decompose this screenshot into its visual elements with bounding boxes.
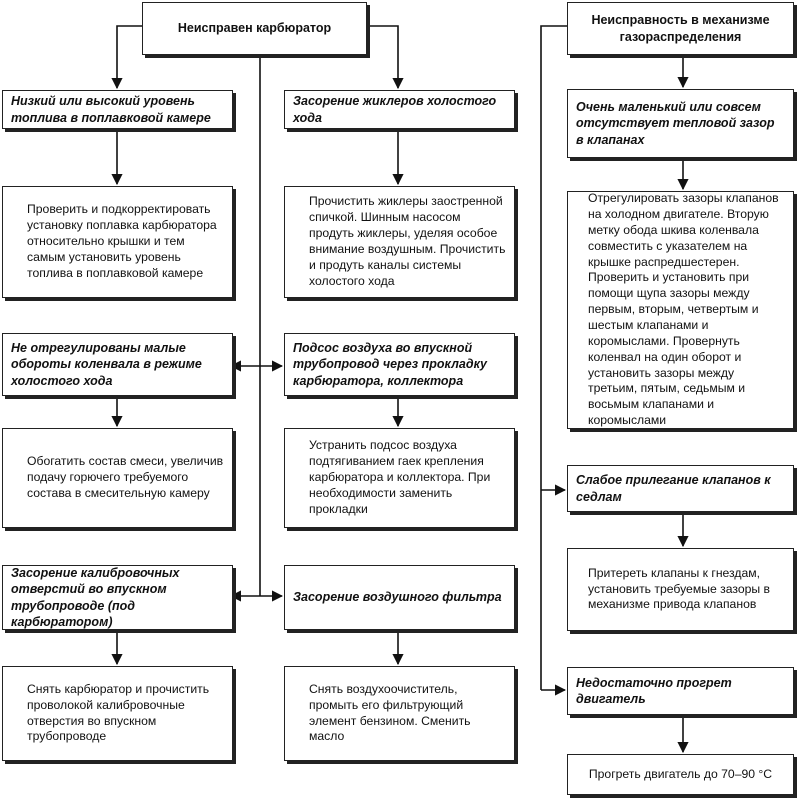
cause-valve-clearance: Очень маленький или совсем отсутствует т…: [567, 89, 794, 158]
valve-train-fault-header: Неисправность в механизме газораспределе…: [567, 2, 794, 55]
cause-calibration-holes: Засорение калибровочных отверстий во впу…: [2, 565, 233, 630]
cause-fuel-level-text: Низкий или высокий уровень топлива в поп…: [11, 94, 211, 125]
action-valve-seating-text: Притереть клапаны к гнездам, установить …: [588, 565, 770, 612]
action-air-filter: Снять воздухоочиститель, промыть его фил…: [284, 666, 515, 761]
cause-idle-jets-text: Засорение жиклеров холостого хода: [293, 94, 497, 125]
action-air-leak: Устранить подсос воздуха подтягиванием г…: [284, 428, 515, 528]
action-engine-not-warm: Прогреть двигатель до 70–90 °С: [567, 754, 794, 795]
cause-calibration-holes-text: Засорение калибровочных отверстий во впу…: [11, 566, 180, 629]
carburetor-fault-title: Неисправен карбюратор: [177, 21, 332, 36]
action-valve-seating: Притереть клапаны к гнездам, установить …: [567, 548, 794, 631]
cause-idle-speed: Не отрегулированы малые обороты коленвал…: [2, 333, 233, 396]
action-idle-jets: Прочистить жиклеры заостренной спичкой. …: [284, 186, 515, 298]
action-idle-jets-text: Прочистить жиклеры заостренной спичкой. …: [309, 194, 506, 288]
cause-air-leak: Подсос воздуха во впускной трубопровод ч…: [284, 333, 515, 396]
cause-air-filter-text: Засорение воздушного фильтра: [293, 590, 502, 605]
carburetor-fault-header: Неисправен карбюратор: [142, 2, 367, 55]
action-fuel-level-text: Проверить и подкорректировать установку …: [27, 202, 217, 280]
cause-air-leak-text: Подсос воздуха во впускной трубопровод ч…: [293, 341, 488, 388]
action-calibration-holes-text: Снять карбюратор и прочистить проволокой…: [27, 681, 210, 744]
cause-idle-jets: Засорение жиклеров холостого хода: [284, 90, 515, 129]
action-air-filter-text: Снять воздухоочиститель, промыть его фил…: [309, 681, 471, 744]
cause-engine-not-warm-text: Недостаточно прогрет двигатель: [576, 675, 732, 706]
cause-valve-seating: Слабое прилегание клапанов к седлам: [567, 465, 794, 512]
cause-fuel-level: Низкий или высокий уровень топлива в поп…: [2, 90, 233, 129]
arrow-head-to-jets: [366, 25, 404, 90]
right-trunk-line: [540, 25, 567, 690]
action-idle-speed-text: Обогатить состав смеси, увеличив подачу …: [27, 454, 224, 500]
action-valve-clearance-text: Отрегулировать зазоры клапанов на холодн…: [588, 191, 779, 428]
action-calibration-holes: Снять карбюратор и прочистить проволокой…: [2, 666, 233, 761]
action-idle-speed: Обогатить состав смеси, увеличив подачу …: [2, 428, 233, 528]
cause-valve-clearance-text: Очень маленький или совсем отсутствует т…: [576, 100, 775, 147]
arrow-head-to-level: [111, 25, 142, 90]
action-fuel-level: Проверить и подкорректировать установку …: [2, 186, 233, 298]
cause-valve-seating-text: Слабое прилегание клапанов к седлам: [576, 473, 771, 504]
cause-idle-speed-text: Не отрегулированы малые обороты коленвал…: [11, 341, 202, 388]
cause-air-filter: Засорение воздушного фильтра: [284, 565, 515, 630]
action-engine-not-warm-text: Прогреть двигатель до 70–90 °С: [588, 766, 773, 781]
action-valve-clearance: Отрегулировать зазоры клапанов на холодн…: [567, 191, 794, 429]
action-air-leak-text: Устранить подсос воздуха подтягиванием г…: [309, 438, 491, 516]
valve-train-fault-title: Неисправность в механизме газораспределе…: [591, 13, 770, 44]
cause-engine-not-warm: Недостаточно прогрет двигатель: [567, 667, 794, 715]
